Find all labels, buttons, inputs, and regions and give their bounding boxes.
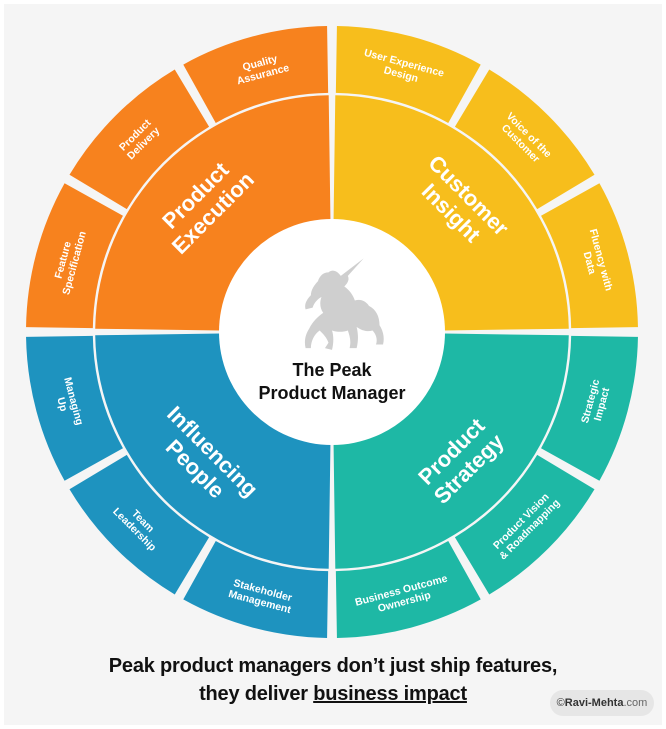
copyright-symbol: ©: [556, 697, 565, 709]
customer-insight-sub-segment-3: [335, 26, 481, 123]
product-execution-sub-segment-1: [26, 183, 123, 329]
influencing-people-sub-segment-3: [26, 335, 123, 481]
influencing-people-sub-segment-2: [69, 454, 210, 595]
influencing-people-sub-segment-1: [183, 541, 329, 638]
product-execution-sub-segment-3: [183, 26, 329, 123]
customer-insight-sub-segment-2: [454, 69, 595, 210]
product-strategy-sub-segment-3: [541, 335, 638, 481]
product-strategy-quadrant: [333, 333, 569, 569]
caption-line-2-prefix: they deliver: [199, 683, 314, 705]
customer-insight-quadrant: [333, 95, 569, 331]
caption-emphasis: business impact: [313, 683, 467, 705]
unicorn-body: [304, 258, 384, 350]
caption-line-1: Peak product managers don’t just ship fe…: [108, 655, 558, 677]
customer-insight-sub-segment-1: [541, 183, 638, 329]
center-title-line-2: Product Manager: [258, 383, 405, 403]
credit-badge: © Ravi-Mehta.com: [550, 690, 654, 716]
center-title-line-1: The Peak: [292, 360, 372, 380]
caption-line-2: they deliver business impact: [0, 683, 666, 706]
customer-insight-sub-label-1-line-2: Data: [581, 250, 599, 275]
unicorn-icon: [304, 258, 384, 350]
product-execution-sub-segment-2: [69, 69, 210, 210]
product-strategy-sub-segment-1: [335, 541, 481, 638]
influencing-people-sub-label-3-line-2: Up: [54, 396, 69, 413]
product-strategy-sub-segment-2: [454, 454, 595, 595]
credit-name: Ravi-Mehta: [564, 697, 624, 709]
wheel-segments: [25, 25, 639, 639]
influencing-people-quadrant: [95, 333, 331, 569]
credit-suffix: .com: [623, 697, 648, 709]
product-execution-quadrant: [95, 95, 331, 331]
